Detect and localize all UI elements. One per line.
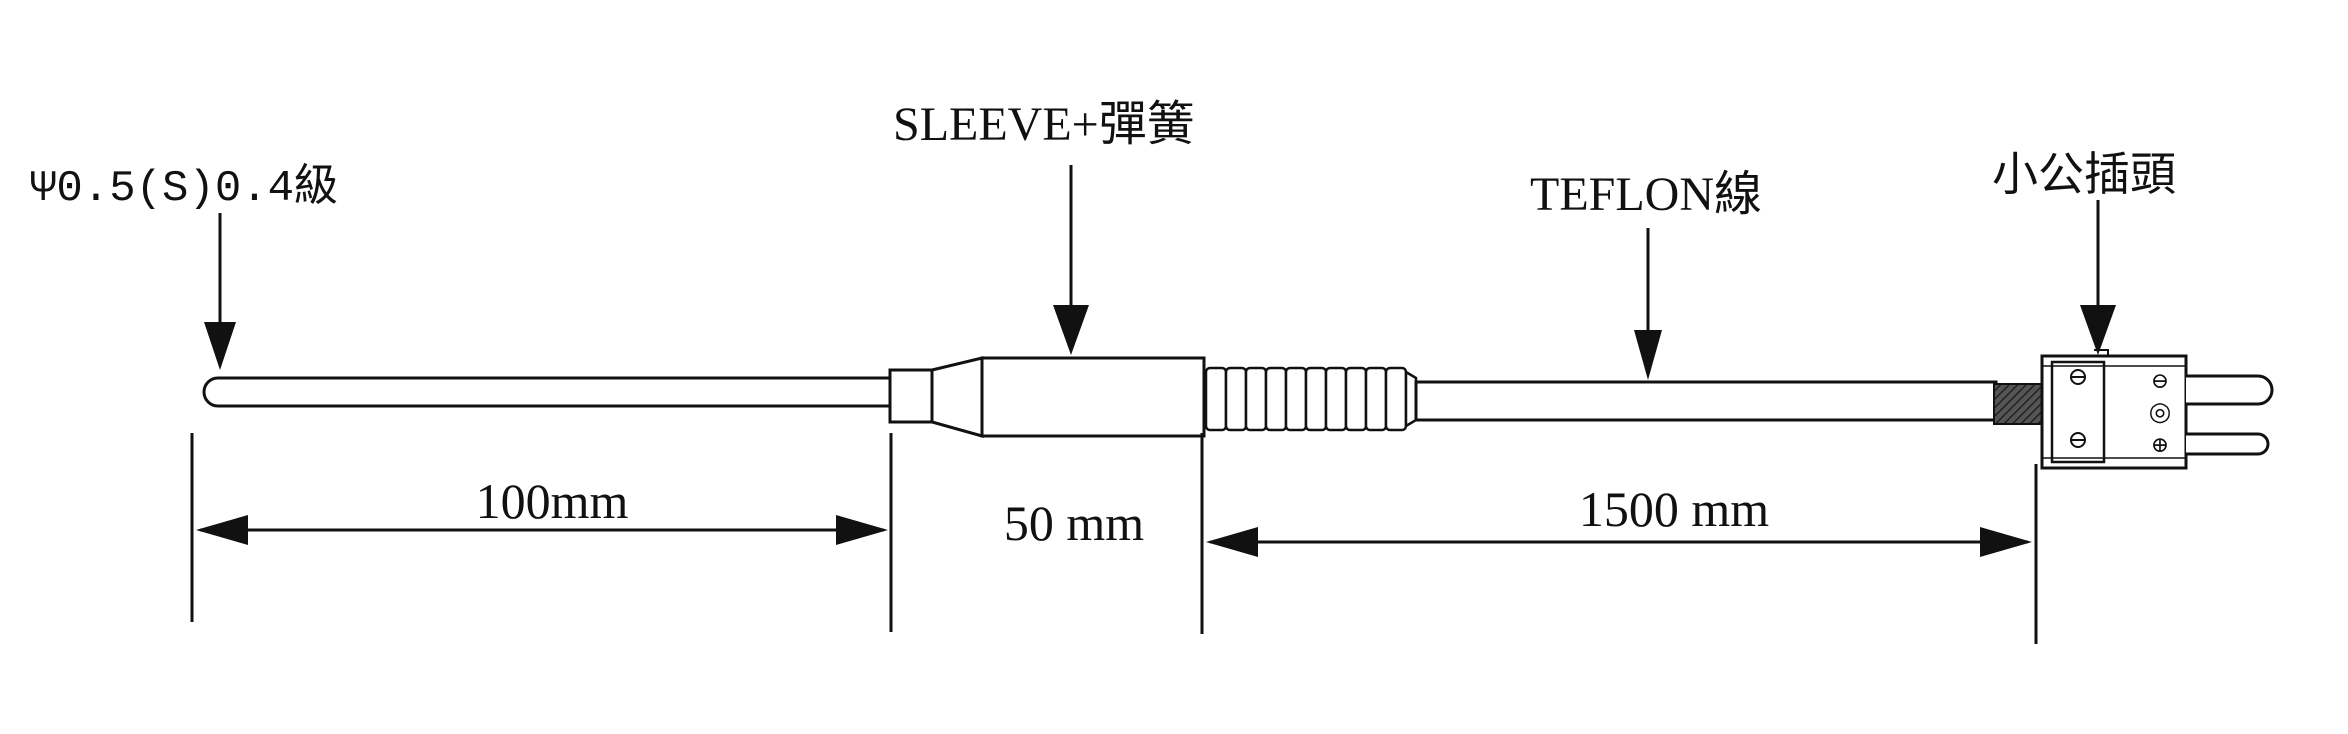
callout-arrow-plug: [2080, 200, 2116, 355]
callout-arrow-tip: [204, 213, 236, 370]
dimension-label-sleeve: 50 mm: [1004, 495, 1144, 551]
teflon-cable: [1414, 380, 1998, 422]
connector-pin-top: [2186, 374, 2274, 406]
connector-pin-bottom: [2186, 432, 2270, 456]
sleeve-body: [980, 356, 1206, 438]
cable-label: TEFLON線: [1530, 168, 1762, 221]
sleeve-taper: [930, 356, 984, 438]
plus-icon: ⊕: [2151, 432, 2169, 457]
dimension-label-cable: 1500 mm: [1579, 481, 1769, 537]
sleeve-label: SLEEVE+彈簧: [893, 98, 1195, 151]
dimension-line-cable: [1206, 527, 2032, 557]
callout-arrow-cable: [1634, 228, 1662, 380]
minus-icon: ⊖: [2151, 368, 2169, 393]
tip-label: Ψ0.5(S)0.4級: [30, 162, 338, 214]
probe-rod: [202, 376, 894, 408]
mini-plug-connector: [2040, 349, 2274, 470]
plug-label: 小公插頭: [1992, 147, 2176, 201]
spring: [1204, 366, 1418, 432]
sleeve-collar: [888, 368, 934, 424]
middle-symbol-icon: ◎: [2149, 397, 2172, 426]
dimension-label-probe: 100mm: [476, 473, 629, 529]
strain-relief: [1993, 383, 2043, 425]
callout-arrow-sleeve: [1053, 165, 1089, 355]
dimension-line-probe: [196, 515, 888, 545]
